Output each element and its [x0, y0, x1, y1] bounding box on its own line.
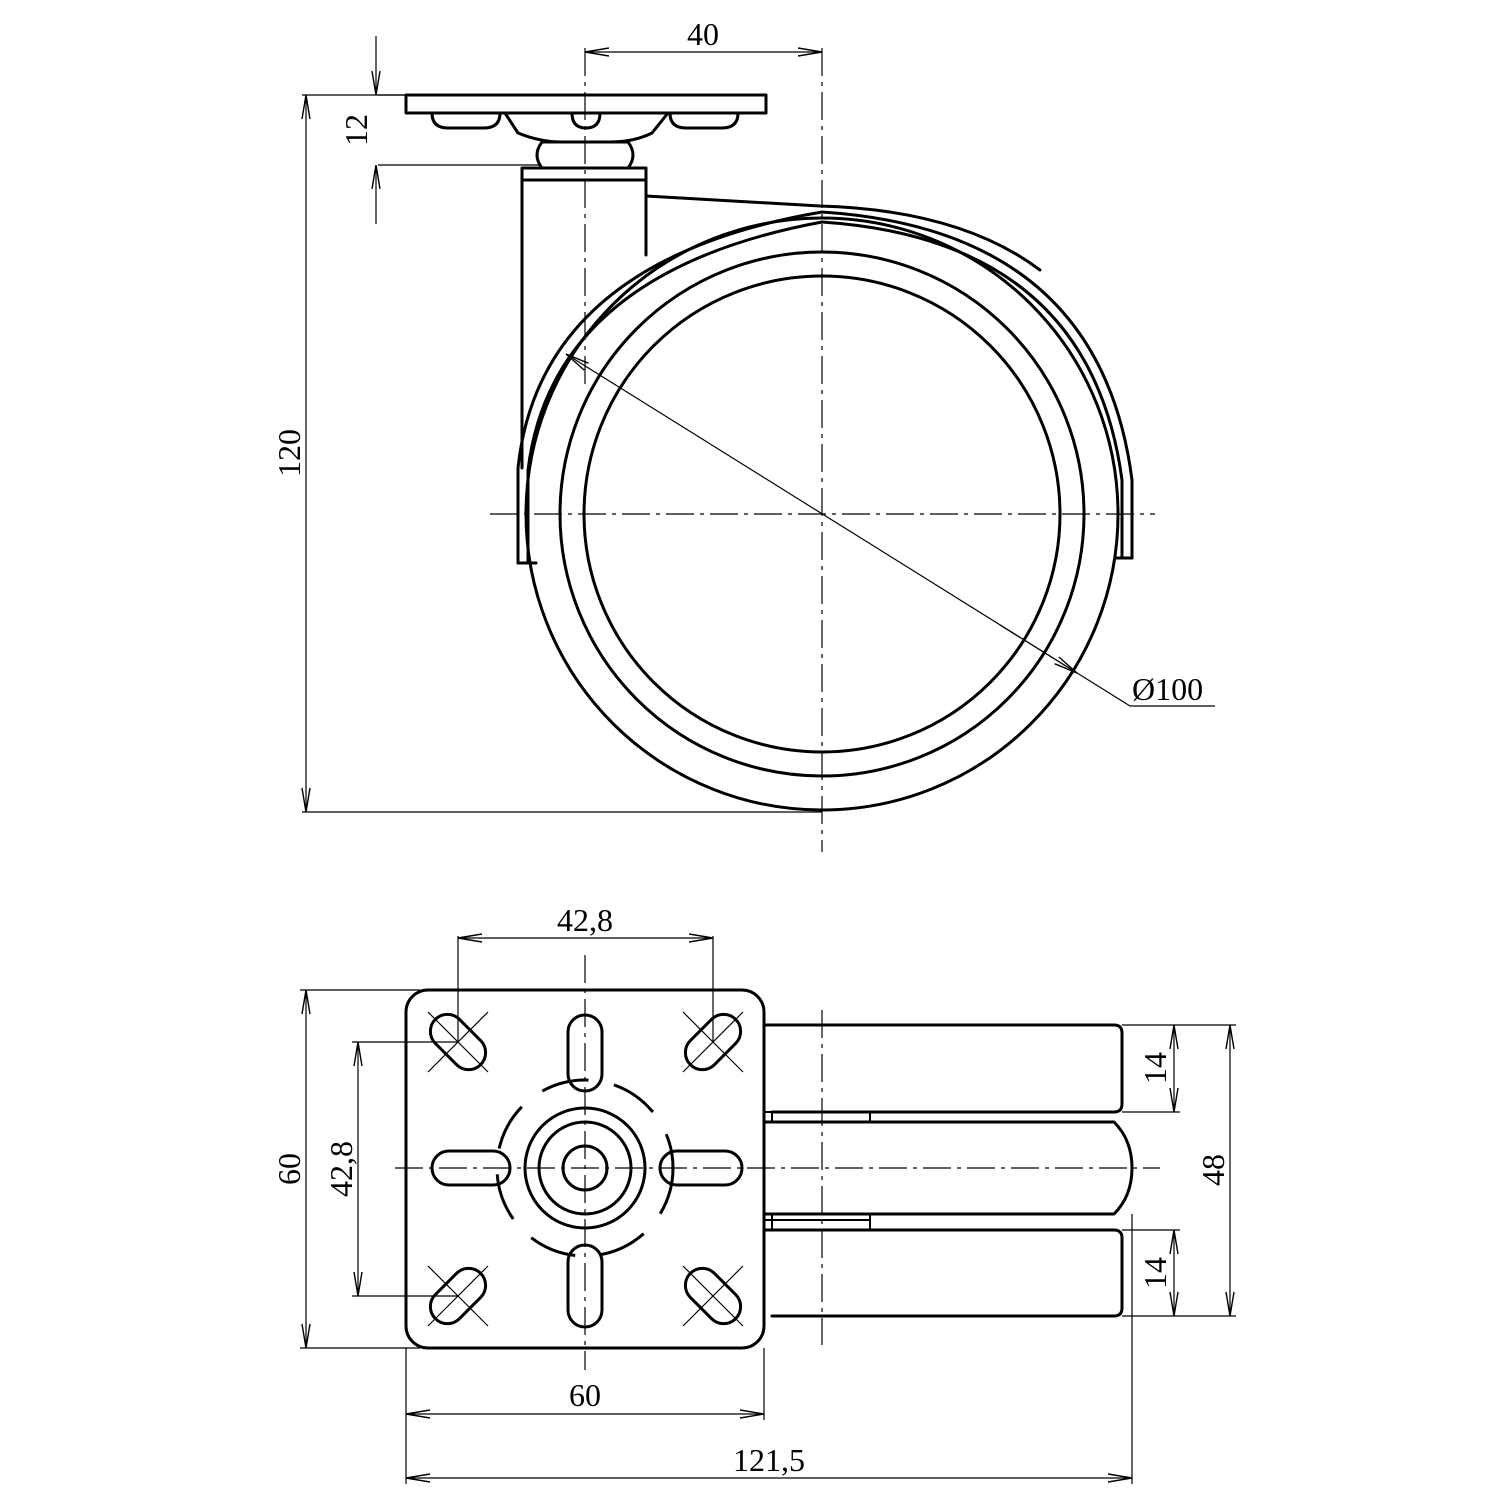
radial-slot-left — [430, 1149, 512, 1187]
dim-diameter-label: Ø100 — [1132, 671, 1203, 707]
dim-14-lower-label: 14 — [1137, 1257, 1173, 1289]
dim-60-h-label: 60 — [569, 1377, 601, 1413]
fork-upper-plate — [762, 1023, 1124, 1114]
bolt-circle-dashed — [495, 1078, 675, 1258]
side-view: 40 12 120 Ø100 — [271, 16, 1215, 852]
radial-slot-right — [658, 1149, 744, 1187]
dim-42-8-v-label: 42,8 — [323, 1141, 359, 1197]
mounting-plate-side — [404, 93, 768, 115]
dim-42-8-h-label: 42,8 — [557, 902, 613, 938]
dim-60-v-label: 60 — [271, 1153, 307, 1185]
top-view: 42,8 42,8 60 60 121,5 14 14 48 — [271, 902, 1236, 1484]
wheel-tread-inner — [558, 250, 1086, 778]
wheel-hub-outer — [582, 274, 1062, 754]
dim-14-upper-label: 14 — [1137, 1052, 1173, 1084]
dim-12-label: 12 — [338, 114, 374, 146]
plate-underside-bumps — [430, 111, 740, 130]
fork-body — [520, 178, 648, 470]
radial-slot-bottom — [566, 1243, 604, 1329]
hub-ring-inner — [561, 1144, 609, 1192]
dim-40-label: 40 — [687, 16, 719, 52]
wheel-axle-details — [764, 1111, 871, 1230]
fork-arm — [644, 194, 1042, 272]
dim-120-label: 120 — [271, 429, 307, 477]
fork-lower-plate — [762, 1228, 1124, 1318]
wheel-center-body — [762, 1120, 1134, 1216]
wheel-cover-arc — [516, 210, 1134, 565]
mounting-plate-top — [404, 988, 766, 1350]
hub-ring-outer — [523, 1106, 647, 1230]
wheel-cover-inner-arc — [526, 220, 1124, 565]
dim-121-5-label: 121,5 — [733, 1442, 805, 1478]
wheel-tread-outer — [524, 216, 1120, 812]
dim-diameter-arrow-end — [999, 624, 1077, 673]
stem-column — [520, 166, 648, 182]
radial-slot-top — [566, 1013, 604, 1093]
hub-ring-middle — [537, 1120, 633, 1216]
dim-48-label: 48 — [1195, 1154, 1231, 1186]
